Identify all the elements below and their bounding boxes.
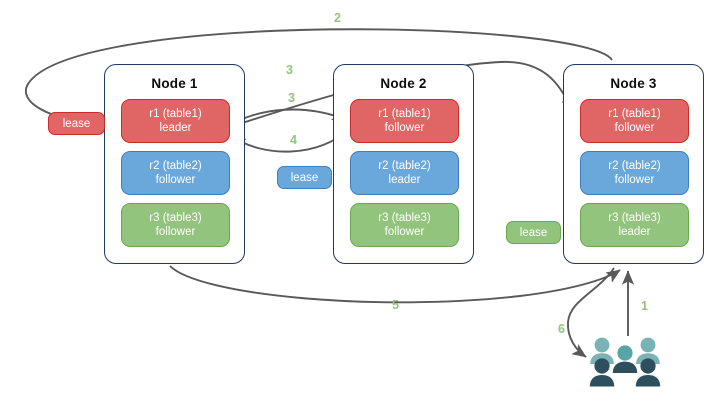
- node-title: Node 2: [380, 76, 427, 91]
- edge-label-1: 1: [641, 299, 648, 313]
- node-title: Node 1: [151, 76, 198, 91]
- replica-node3-r1[interactable]: r1 (table1) follower: [580, 99, 689, 143]
- edge-label-2: 2: [334, 11, 341, 25]
- edge-5-node1-to-node3: [169, 265, 621, 304]
- replica-role: follower: [384, 226, 425, 238]
- replica-node3-r2[interactable]: r2 (table2) follower: [580, 151, 689, 195]
- replica-node2-r1[interactable]: r1 (table1) follower: [350, 99, 459, 143]
- replica-role: follower: [614, 122, 655, 134]
- lease-box-blue[interactable]: lease: [277, 166, 332, 189]
- lease-box-green[interactable]: lease: [506, 221, 561, 244]
- edge-label-5: 5: [392, 298, 399, 312]
- replica-name: r2 (table2): [608, 159, 661, 172]
- replica-node1-r1[interactable]: r1 (table1) leader: [121, 99, 230, 143]
- replica-role: leader: [388, 174, 421, 186]
- lease-box-red[interactable]: lease: [48, 112, 105, 135]
- edge-label-4: 4: [290, 133, 297, 147]
- replica-node2-r3[interactable]: r3 (table3) follower: [350, 203, 459, 247]
- replica-node2-r2[interactable]: r2 (table2) leader: [350, 151, 459, 195]
- replica-name: r1 (table1): [149, 107, 202, 120]
- replica-node1-r2[interactable]: r2 (table2) follower: [121, 151, 230, 195]
- edge-label-6: 6: [558, 322, 565, 336]
- node-title: Node 3: [610, 76, 657, 91]
- group-of-people-icon: [589, 337, 661, 387]
- replica-role: leader: [159, 122, 192, 134]
- replica-role: leader: [618, 226, 651, 238]
- node-container-node2[interactable]: Node 2 r1 (table1) follower r2 (table2) …: [333, 64, 474, 264]
- replica-node3-r3[interactable]: r3 (table3) leader: [580, 203, 689, 247]
- replica-name: r2 (table2): [378, 159, 431, 172]
- replica-role: follower: [155, 174, 196, 186]
- node-container-node1[interactable]: Node 1 r1 (table1) leader r2 (table2) fo…: [104, 64, 245, 264]
- edge-label-3a: 3: [286, 63, 293, 77]
- replica-role: follower: [384, 122, 425, 134]
- replica-role: follower: [155, 226, 196, 238]
- replica-name: r1 (table1): [378, 107, 431, 120]
- edge-label-3b: 3: [288, 91, 295, 105]
- replica-name: r3 (table3): [149, 211, 202, 224]
- replica-name: r1 (table1): [608, 107, 661, 120]
- replica-node1-r3[interactable]: r3 (table3) follower: [121, 203, 230, 247]
- replica-name: r3 (table3): [608, 211, 661, 224]
- node-container-node3[interactable]: Node 3 r1 (table1) follower r2 (table2) …: [563, 64, 704, 264]
- replica-name: r3 (table3): [378, 211, 431, 224]
- replica-name: r2 (table2): [149, 159, 202, 172]
- replica-role: follower: [614, 174, 655, 186]
